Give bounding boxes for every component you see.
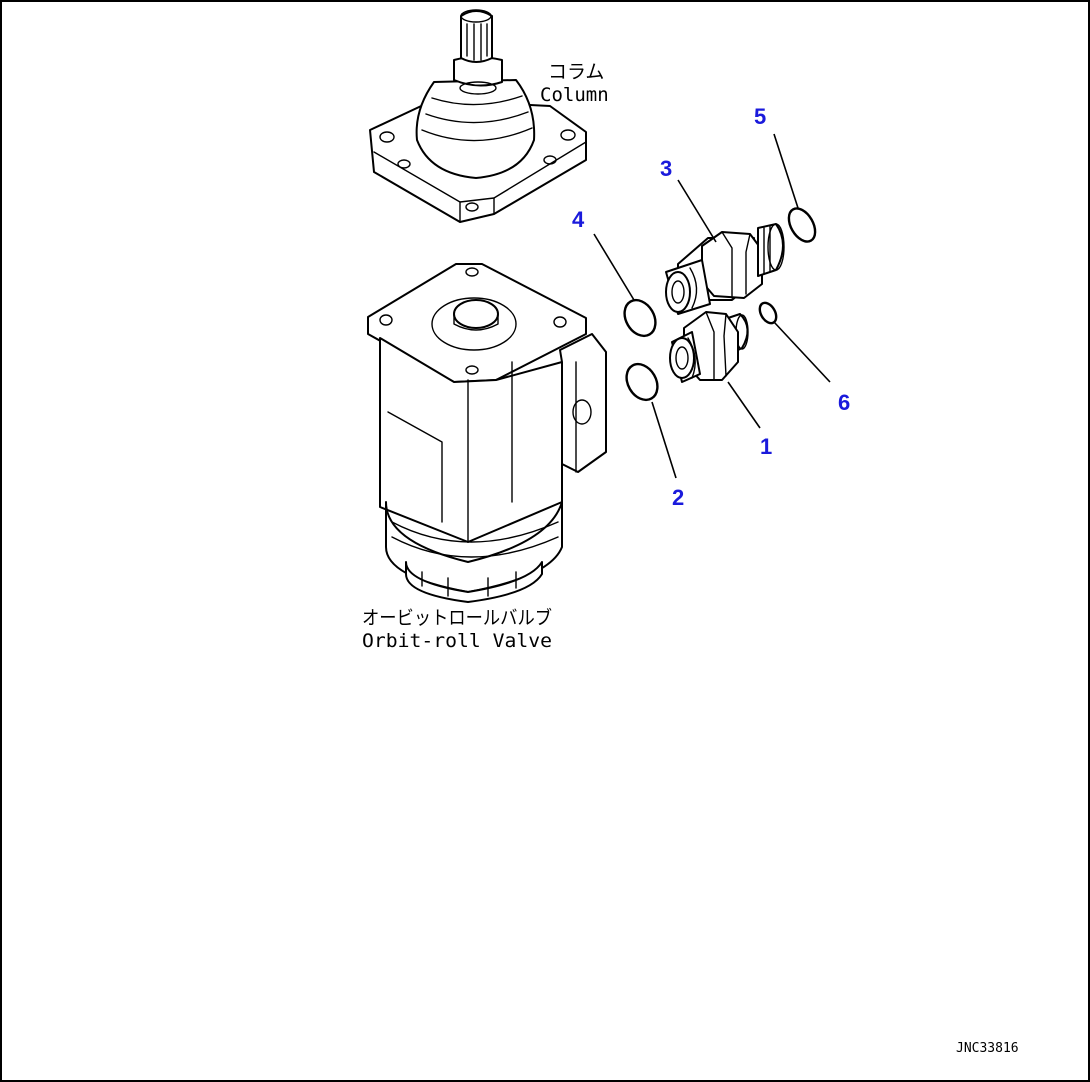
o-ring-part-6	[758, 301, 778, 325]
callout-6: 6	[838, 390, 850, 415]
orbit-roll-valve	[367, 263, 607, 603]
valve-label-en: Orbit-roll Valve	[362, 630, 552, 652]
fitting-part-1	[669, 311, 749, 383]
o-ring-part-2	[625, 362, 659, 402]
steering-column	[369, 9, 587, 223]
callout-5: 5	[754, 104, 766, 129]
callout-3: 3	[660, 156, 672, 181]
fitting-part-3	[665, 223, 785, 315]
o-ring-part-5	[787, 207, 817, 243]
figure-id: JNC33816	[956, 1041, 1019, 1056]
callout-4: 4	[572, 207, 585, 232]
o-ring-part-4	[623, 298, 657, 338]
leader-lines	[593, 133, 831, 479]
callout-2: 2	[672, 485, 684, 510]
valve-label-jp: オービットロールバルブ	[362, 606, 552, 629]
callout-1: 1	[760, 434, 772, 459]
column-label-jp: コラム	[548, 61, 604, 83]
column-label-en: Column	[540, 84, 609, 106]
